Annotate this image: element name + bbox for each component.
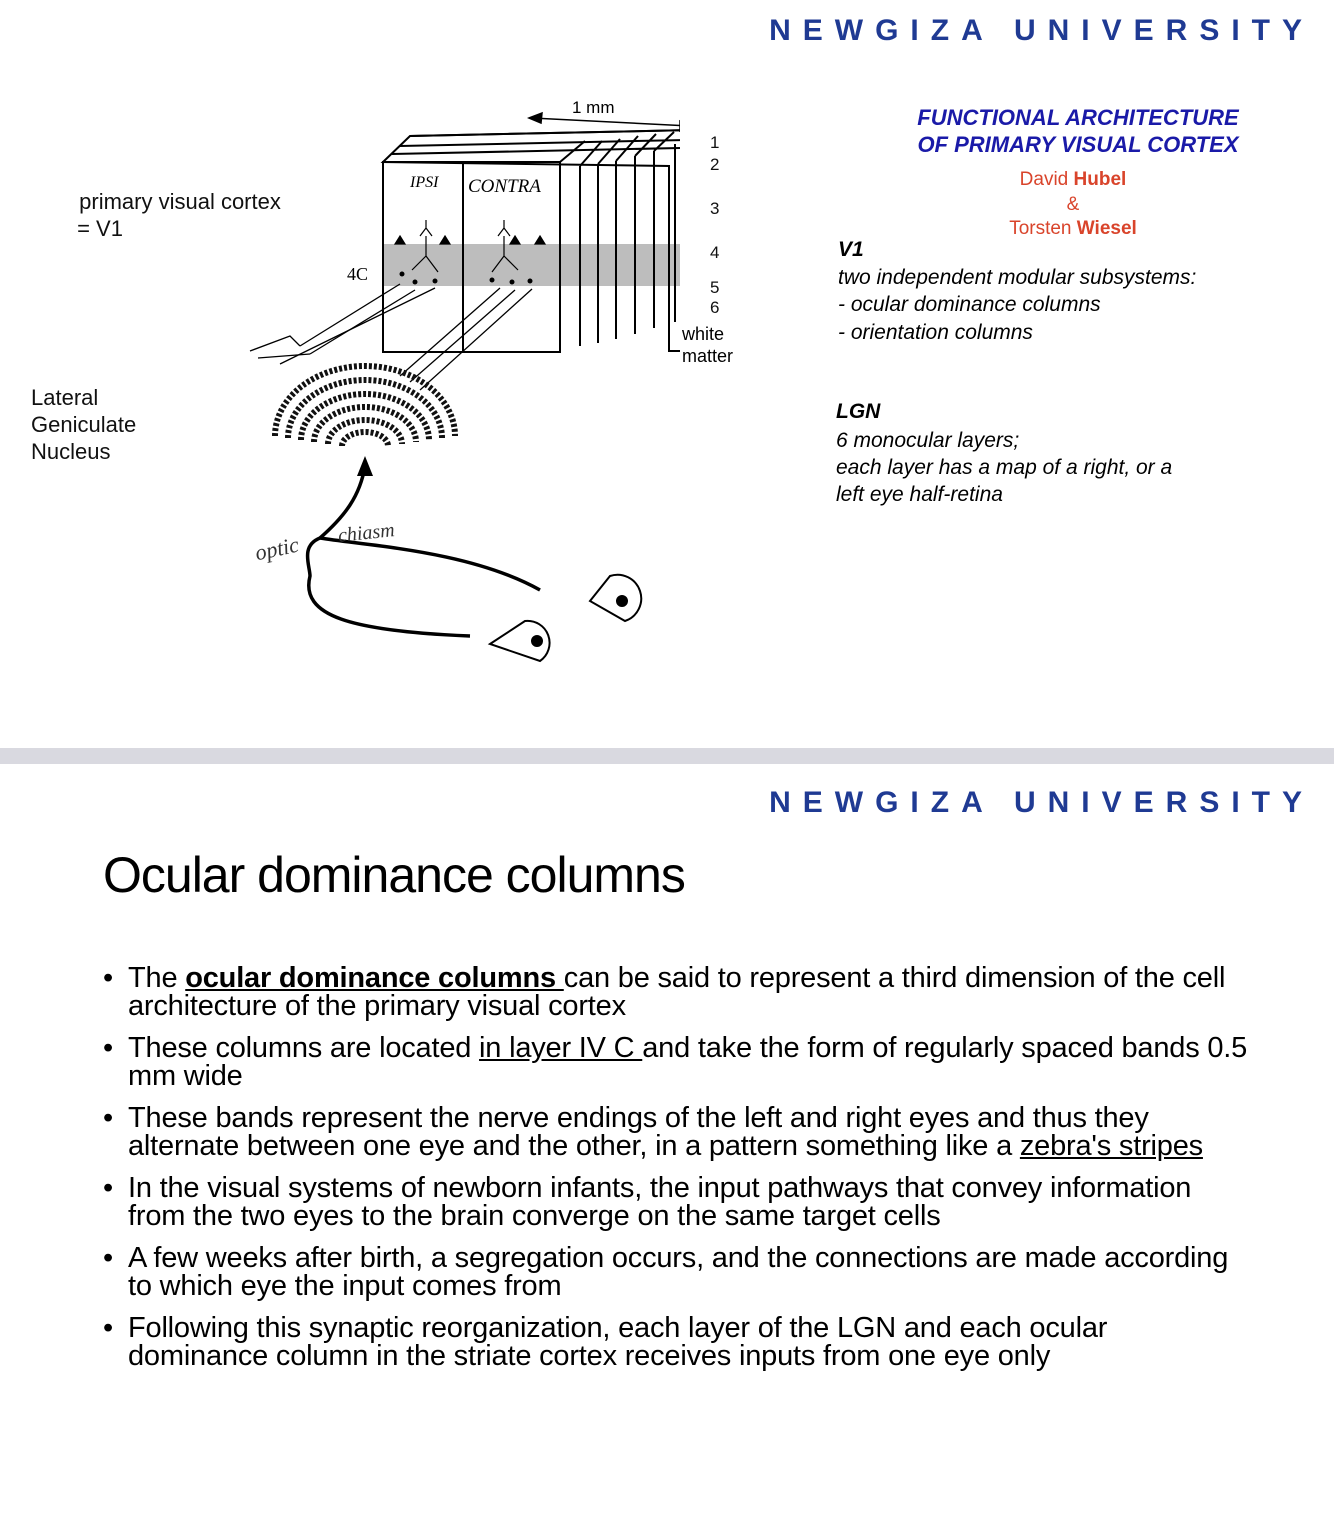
cortex-diagram (240, 96, 680, 696)
bullet-text: In the visual systems of newborn infants… (128, 1172, 1191, 1232)
bullet-item: Following this synaptic reorganization, … (103, 1314, 1253, 1370)
brand-logo-text: NEWGIZA UNIVERSITY (769, 786, 1314, 820)
page-title: Ocular dominance columns (103, 846, 685, 904)
ipsi-label: IPSI (410, 174, 438, 192)
slide-ocular-dominance: NEWGIZA UNIVERSITY Ocular dominance colu… (0, 764, 1334, 1521)
slide-functional-architecture: NEWGIZA UNIVERSITY primary visual cortex… (0, 0, 1334, 748)
lgn-line: 6 monocular layers; (836, 427, 1019, 454)
bullet-text: Following this synaptic reorganization, … (128, 1312, 1107, 1372)
bullet-text: A few weeks after birth, a segregation o… (128, 1242, 1228, 1302)
brand-logo-text: NEWGIZA UNIVERSITY (769, 14, 1314, 48)
bullet-item: In the visual systems of newborn infants… (103, 1174, 1253, 1230)
scale-label: 1 mm (572, 98, 615, 118)
layer-4c-label: 4C (347, 264, 368, 285)
author2-last: Wiesel (1077, 218, 1137, 239)
layer-number: 6 (710, 298, 719, 318)
bullet-text: These bands represent the nerve endings … (128, 1102, 1149, 1162)
layer-number: 5 (710, 278, 719, 298)
layer-number: 2 (710, 155, 719, 175)
bullet-item: A few weeks after birth, a segregation o… (103, 1244, 1253, 1300)
slide-separator (0, 748, 1334, 764)
v1-heading: V1 (838, 238, 864, 262)
bullet-item: The ocular dominance columns can be said… (103, 964, 1253, 1020)
author-wiesel: Torsten Wiesel (958, 218, 1188, 240)
slide-title: FUNCTIONAL ARCHITECTURE OF PRIMARY VISUA… (858, 104, 1298, 158)
author1-first: David (1020, 169, 1069, 190)
author-ampersand: & (958, 194, 1188, 216)
layer-number: 4 (710, 243, 719, 263)
v1-line: - ocular dominance columns (838, 291, 1101, 318)
lgn-label-line-3: Nucleus (31, 438, 136, 465)
author2-first: Torsten (1009, 218, 1071, 239)
lgn-label-line-2: Geniculate (31, 411, 136, 438)
title-line-1: FUNCTIONAL ARCHITECTURE (858, 104, 1298, 131)
white-matter-line-2: matter (682, 345, 733, 367)
lgn-label: Lateral Geniculate Nucleus (31, 384, 136, 465)
lgn-line: left eye half-retina (836, 481, 1003, 508)
title-line-2: OF PRIMARY VISUAL CORTEX (858, 131, 1298, 158)
bullet-emphasis: zebra's stripes (1020, 1130, 1203, 1162)
white-matter-line-1: white (682, 323, 733, 345)
white-matter-label: white matter (682, 323, 733, 367)
lgn-label-line-1: Lateral (31, 384, 136, 411)
eye-icon (490, 575, 641, 661)
author1-last: Hubel (1074, 169, 1127, 190)
v1-line: two independent modular subsystems: (838, 264, 1196, 291)
contra-label: CONTRA (468, 176, 541, 198)
lgn-layers (275, 366, 455, 446)
cortical-slabs (383, 130, 680, 352)
v1-line: - orientation columns (838, 319, 1033, 346)
lgn-heading: LGN (836, 400, 880, 424)
layer-number: 3 (710, 199, 719, 219)
bullet-item: These bands represent the nerve endings … (103, 1104, 1253, 1160)
author-hubel: David Hubel (958, 169, 1188, 191)
bullet-emphasis: in layer IV C (479, 1032, 642, 1064)
lgn-line: each layer has a map of a right, or a (836, 454, 1172, 481)
layer-number: 1 (710, 133, 719, 153)
bullet-item: These columns are located in layer IV C … (103, 1034, 1253, 1090)
bullet-list: The ocular dominance columns can be said… (103, 964, 1253, 1384)
lgn-projections (250, 284, 532, 390)
